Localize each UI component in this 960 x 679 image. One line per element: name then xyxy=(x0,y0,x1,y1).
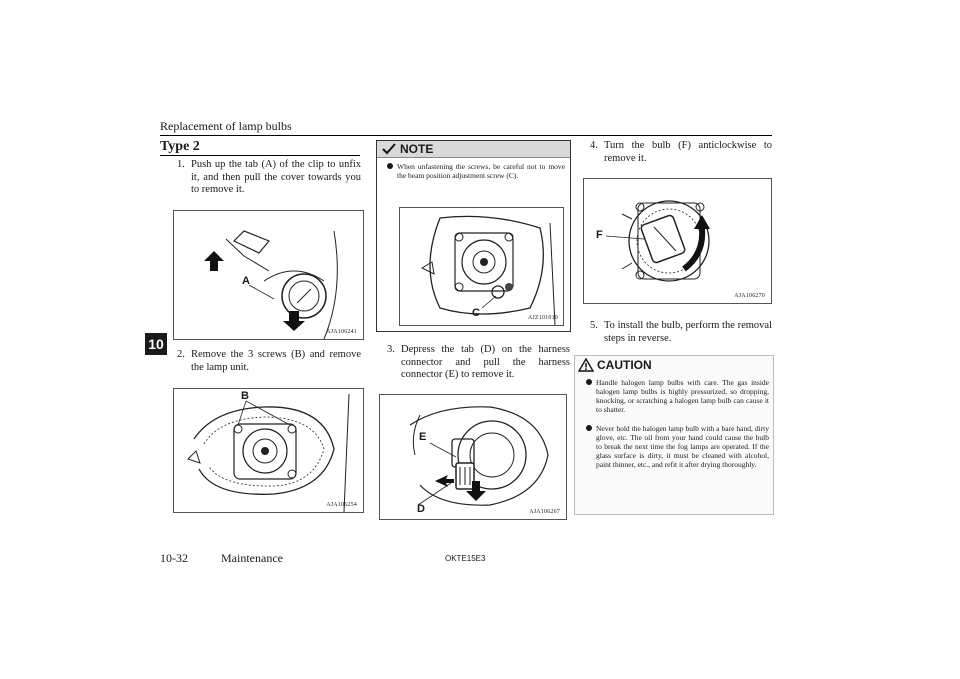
fig4-label-e: E xyxy=(419,431,427,443)
caution-bullet-2: Never hold the halogen lamp bulb with a … xyxy=(586,424,769,469)
fig5-illustration xyxy=(605,200,710,282)
figure-clip-tab: A AJA106241 xyxy=(173,210,364,340)
running-header: Replacement of lamp bulbs xyxy=(160,119,292,133)
note-header: NOTE xyxy=(377,141,570,158)
bullet-dot-icon xyxy=(586,425,592,431)
note-bullet: When unfastening the screws, be careful … xyxy=(387,162,565,180)
fig1-illustration xyxy=(204,230,338,339)
note-check-icon xyxy=(382,143,396,155)
figure-harness-connector: E D AJA106267 xyxy=(379,394,567,520)
fig2-illustration xyxy=(187,393,350,512)
fig4-code: AJA106267 xyxy=(529,509,560,515)
step-3-number: 3. xyxy=(387,344,395,355)
step-5: 5. To install the bulb, perform the remo… xyxy=(590,320,772,345)
caution-box: CAUTION Handle halogen lamp bulbs with c… xyxy=(574,355,774,515)
step-1: 1. Push up the tab (A) of the clip to un… xyxy=(177,159,361,197)
fig1-code: AJA106241 xyxy=(326,329,357,335)
note-label: NOTE xyxy=(400,142,434,156)
header-rule xyxy=(160,135,772,136)
fig5-label-f: F xyxy=(596,229,603,241)
caution-text-1: Handle halogen lamp bulbs with care. The… xyxy=(596,378,769,414)
chapter-tab: 10 xyxy=(145,333,167,355)
fig4-illustration xyxy=(409,406,549,506)
fig4-label-d: D xyxy=(417,503,425,515)
caution-text-2: Never hold the halogen lamp bulb with a … xyxy=(596,424,769,469)
title-rule xyxy=(160,155,360,156)
fig2-code: AJA106254 xyxy=(326,502,357,508)
step-1-number: 1. xyxy=(177,159,185,170)
section-title: Type 2 xyxy=(160,139,200,154)
step-4-text: Turn the bulb (F) anticlockwise to remov… xyxy=(604,140,772,164)
caution-header: CAUTION xyxy=(575,356,773,374)
step-1-text: Push up the tab (A) of the clip to unfix… xyxy=(191,159,361,195)
step-2-number: 2. xyxy=(177,349,185,360)
footer-section: Maintenance xyxy=(221,551,283,565)
step-2: 2. Remove the 3 screws (B) and remove th… xyxy=(177,349,361,374)
bullet-dot-icon xyxy=(387,163,393,169)
note-box: NOTE When unfastening the screws, be car… xyxy=(376,140,571,332)
fig2-label-b: B xyxy=(241,390,249,402)
note-text: When unfastening the screws, be careful … xyxy=(397,162,565,180)
warning-triangle-icon xyxy=(578,358,594,372)
step-3: 3. Depress the tab (D) on the harness co… xyxy=(387,344,570,382)
fig5-code: AJA106270 xyxy=(734,293,765,299)
step-4: 4. Turn the bulb (F) anticlockwise to re… xyxy=(590,140,772,165)
step-5-text: To install the bulb, perform the removal… xyxy=(604,320,772,344)
fig1-label-a: A xyxy=(242,275,250,287)
step-3-text: Depress the tab (D) on the harness conne… xyxy=(401,344,570,380)
bullet-dot-icon xyxy=(586,379,592,385)
figure-lamp-screws: B AJA106254 xyxy=(173,388,364,513)
step-4-number: 4. xyxy=(590,140,598,151)
caution-bullet-1: Handle halogen lamp bulbs with care. The… xyxy=(586,378,769,414)
fig3-illustration xyxy=(420,215,556,325)
step-2-text: Remove the 3 screws (B) and remove the l… xyxy=(191,349,361,373)
document-code: OKTE15E3 xyxy=(445,554,486,563)
page-number: 10-32 xyxy=(160,551,188,565)
fig3-label-c: C xyxy=(472,307,480,319)
step-5-number: 5. xyxy=(590,320,598,331)
caution-label: CAUTION xyxy=(597,358,652,372)
figure-bulb-rotate: F AJA106270 xyxy=(583,178,772,304)
fig3-code: AJZ101010 xyxy=(527,315,558,321)
figure-adjust-screw: C AJZ101010 xyxy=(399,207,564,326)
